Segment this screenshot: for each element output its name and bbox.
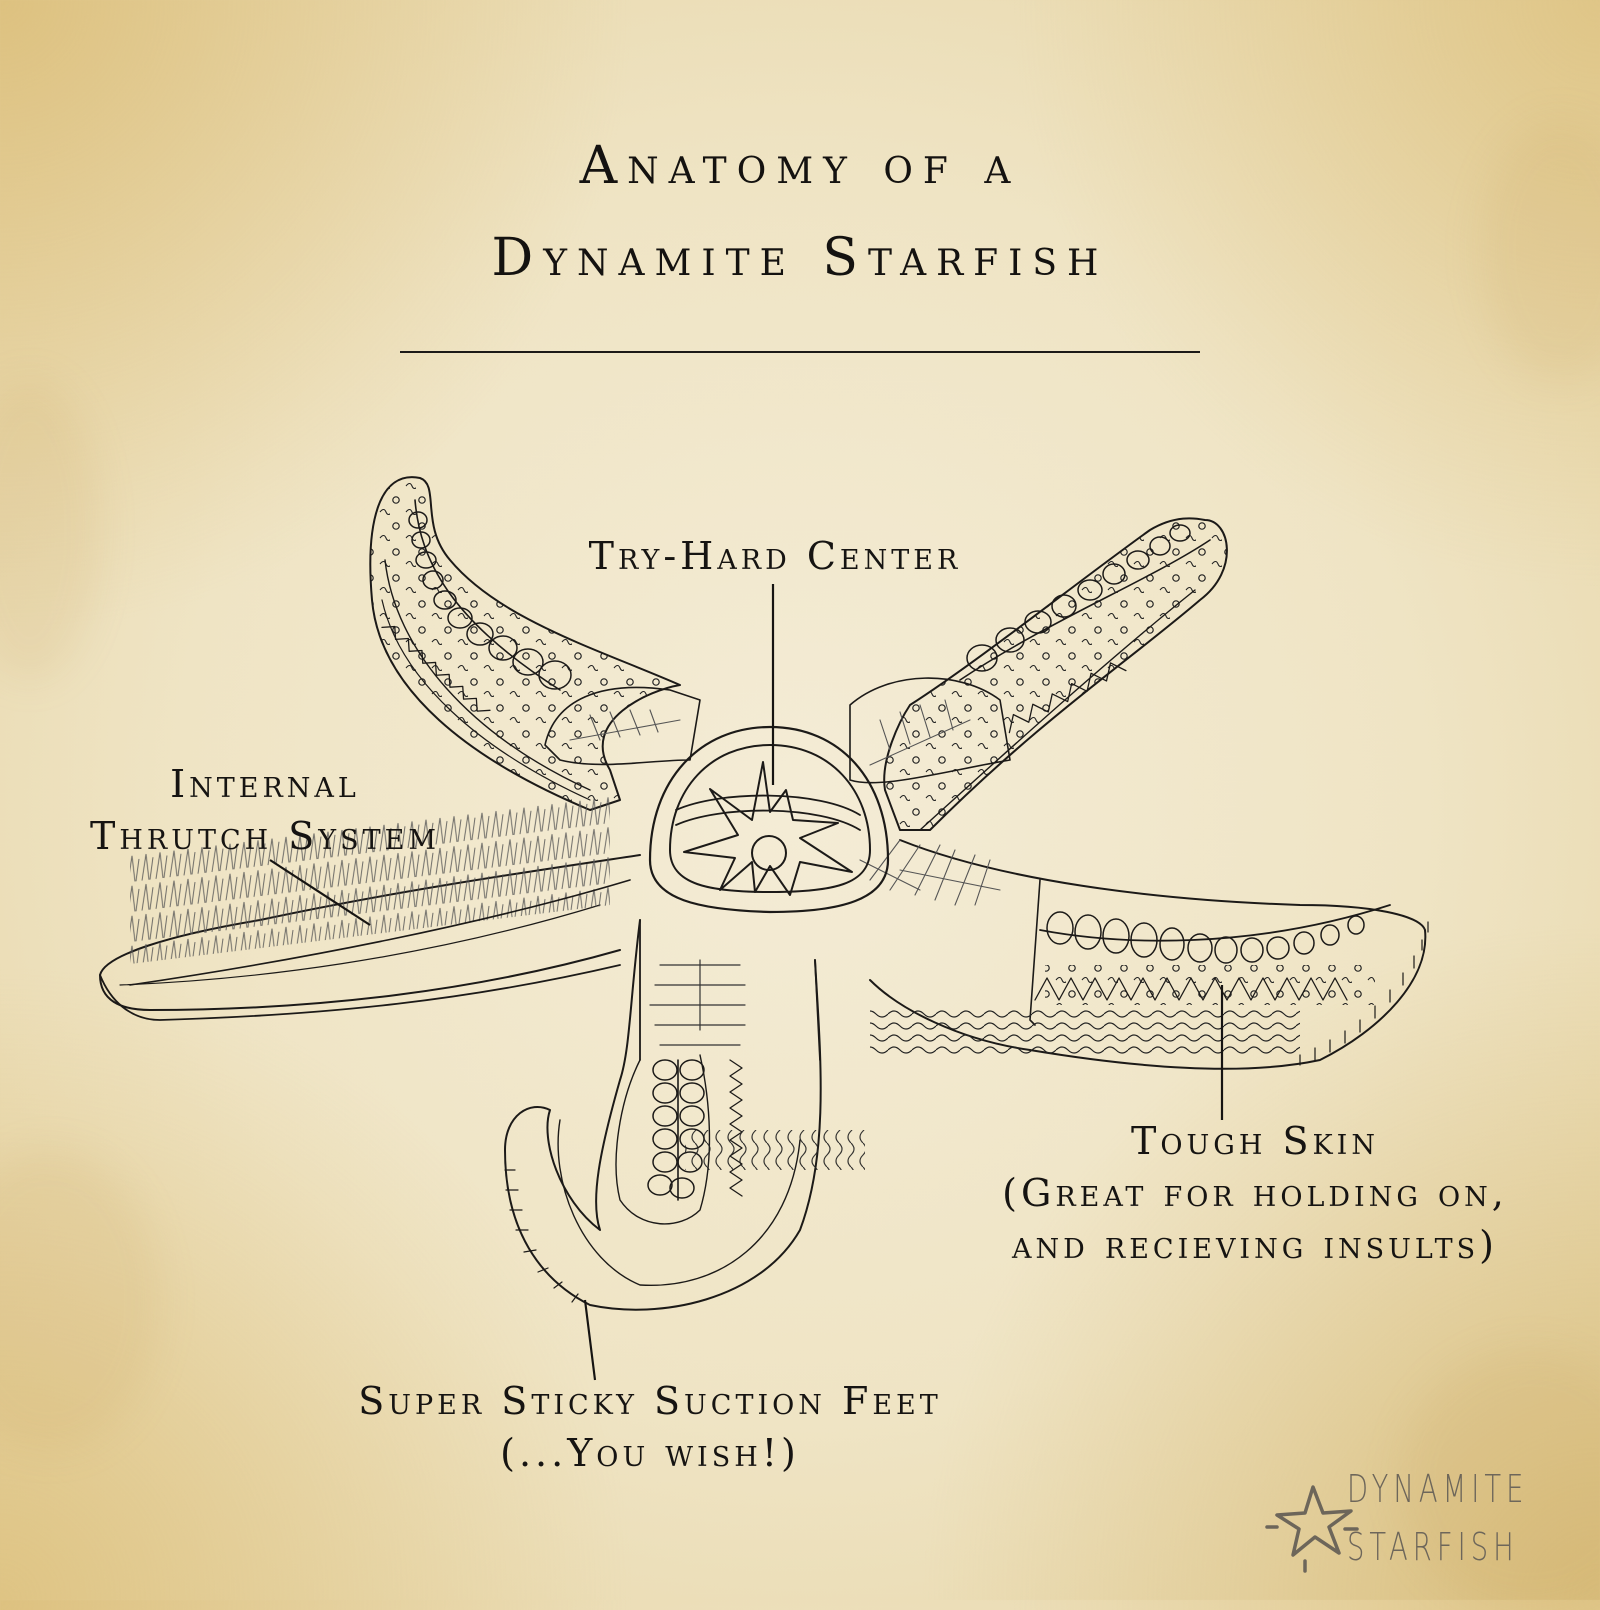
paper-stain xyxy=(1480,120,1600,380)
title-text-2: Dynamite Starfish xyxy=(491,228,1109,288)
label-try-hard-center: Try-Hard Center xyxy=(560,530,990,582)
title-divider xyxy=(400,351,1200,353)
arm-left xyxy=(99,795,641,1021)
arm-bottom xyxy=(504,919,865,1311)
brand-logo: DYNAMITE STARFISH xyxy=(1265,1465,1565,1585)
label-center-text: Try-Hard Center xyxy=(588,534,962,578)
arm-upper-right xyxy=(849,517,1228,831)
label-feet-line-1: Super Sticky Suction Feet xyxy=(358,1379,942,1423)
label-internal-thrutch-system: Internal Thrutch System xyxy=(80,758,450,862)
leader-feet xyxy=(583,1299,597,1381)
label-skin-line-2: (Great for holding on, xyxy=(1002,1171,1508,1215)
page-title-line-1: Anatomy of a xyxy=(0,140,1600,192)
label-skin-line-3: and recieving insults) xyxy=(1012,1223,1498,1267)
brand-line-1: DYNAMITE xyxy=(1347,1467,1529,1511)
title-text-1: Anatomy of a xyxy=(579,136,1021,196)
label-thrutch-line-1: Internal xyxy=(170,762,360,806)
page-title-line-2: Dynamite Starfish xyxy=(0,232,1600,284)
brand-line-2: STARFISH xyxy=(1347,1525,1519,1569)
label-thrutch-line-2: Thrutch System xyxy=(90,814,440,858)
paper-stain xyxy=(1400,1350,1600,1610)
label-skin-line-1: Tough Skin xyxy=(1131,1119,1379,1163)
leader-thrutch xyxy=(269,859,371,926)
label-feet-line-2: (...You wish!) xyxy=(500,1431,800,1475)
try-hard-center-disc xyxy=(648,725,890,914)
arm-right xyxy=(859,839,1429,1070)
star-outline-icon xyxy=(1265,1485,1359,1573)
arm-upper-left xyxy=(369,476,701,811)
label-suction-feet: Super Sticky Suction Feet (...You wish!) xyxy=(340,1375,960,1479)
label-tough-skin: Tough Skin (Great for holding on, and re… xyxy=(990,1115,1520,1271)
